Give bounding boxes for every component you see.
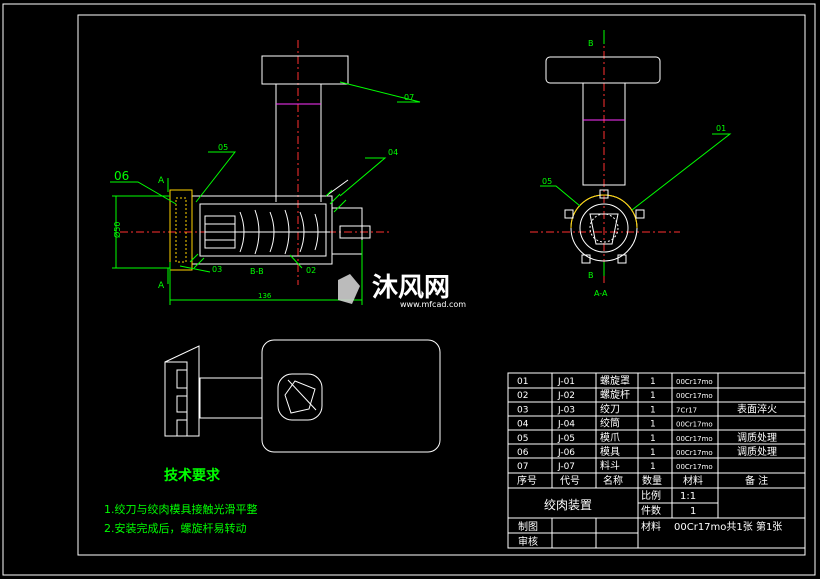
bom-header-material: 材料 [683,474,703,487]
bom-cell-note: 表面淬火 [737,402,777,415]
label-06: 06 [114,169,129,183]
watermark-logo-icon [338,274,360,304]
section-view [110,40,421,305]
bom-cell-name: 模具 [600,446,620,458]
count-value: 1 [690,506,696,517]
bom-header-name: 名称 [603,474,623,487]
section-mark-a-bottom: A [158,281,165,291]
label-05: 05 [218,143,228,152]
bom-cell-no: 06 [517,448,529,458]
bom-cell-no: 02 [517,391,528,401]
watermark-url: www.mfcad.com [400,300,466,309]
bom-cell-name: 绞筒 [600,417,620,430]
bom-header: 序号 代号 名称 数量 材料 备 注 [517,474,768,487]
bom-header-code: 代号 [560,475,580,487]
bom-cell-name: 螺旋杆 [600,388,630,401]
bom-cell-no: 03 [517,405,528,415]
dim-diameter: Ø50 [112,222,122,238]
label-05-side: 05 [542,177,552,186]
bom-cell-no: 01 [517,377,528,387]
watermark-brand: 沐风网 [372,273,450,303]
material-value: 00Cr17mo共1张 第1张 [674,520,782,533]
bom-cell-mat: 00Cr17mo [676,435,713,443]
label-02: 02 [306,266,316,275]
ratio-value: 1:1 [680,491,696,502]
view-mark-b-bottom: B [588,271,594,280]
section-mark-a-top: A [158,176,165,186]
technical-requirements: 技术要求 1.绞刀与绞肉模具接触光滑平整 2.安装完成后，螺旋杆易转动 [104,467,258,535]
bom-cell-no: 07 [517,462,528,472]
view-label-aa: A-A [594,289,608,298]
bom-cell-qty: 1 [650,405,656,415]
bom-cell-mat: 7Cr17 [676,406,697,414]
bom-cell-mat: 00Cr17mo [676,392,713,400]
view-mark-b-top: B [588,39,594,48]
bom-cell-code: J-01 [557,377,575,387]
outer-frame [2,3,816,576]
bom-cell-name: 料斗 [600,459,620,472]
side-view [530,30,732,285]
bom-cell-name: 绞刀 [600,402,620,415]
checked-label: 审核 [518,535,538,548]
count-label: 件数 [641,504,661,517]
side-view-labels: B B A-A 01 05 [542,39,726,298]
dim-length: 136 [258,292,272,300]
inner-frame [77,14,806,556]
bom-cell-no: 04 [517,420,529,430]
bom-cell-mat: 00Cr17mo [676,421,713,429]
bom-header-qty: 数量 [642,474,662,487]
bom-cell-qty: 1 [650,377,656,387]
bom-cell-qty: 1 [650,462,656,472]
bom-cell-code: J-04 [557,420,575,430]
title-name: 绞肉装置 [544,497,592,512]
bom-header-no: 序号 [517,474,537,487]
tech-line-1: 1.绞刀与绞肉模具接触光滑平整 [104,502,258,516]
section-view-labels: 06 05 04 07 03 02 A A Ø50 136 B-B [112,93,414,300]
bom-cell-qty: 1 [650,434,656,444]
drawn-label: 制图 [518,520,538,533]
material-label: 材料 [641,520,661,533]
tech-line-2: 2.安装完成后，螺旋杆易转动 [104,521,247,535]
bom-cell-code: J-05 [557,434,575,444]
bom-cell-code: J-03 [557,405,575,415]
bom-cell-name: 模爪 [600,432,620,444]
bill-of-materials [507,372,806,489]
tech-title: 技术要求 [164,467,221,484]
bom-cell-qty: 1 [650,420,656,430]
label-04: 04 [388,148,398,157]
bom-cell-mat: 00Cr17mo [676,378,713,386]
label-01: 01 [716,124,726,133]
bom-header-note: 备 注 [745,474,768,487]
bom-cell-code: J-02 [557,391,575,401]
label-07: 07 [404,93,414,102]
bom-cell-note: 调质处理 [737,432,777,444]
bom-cell-qty: 1 [650,391,656,401]
section-label-bb: B-B [250,267,264,276]
bom-cell-qty: 1 [650,448,656,458]
top-view [164,339,441,453]
bom-cell-mat: 00Cr17mo [676,463,713,471]
bom-cell-code: J-06 [557,448,575,458]
bom-cell-name: 螺旋罩 [600,374,630,387]
title-block: 绞肉装置 比例 1:1 件数 1 材料 00Cr17mo共1张 第1张 制图 审… [507,487,806,549]
bom-cell-no: 05 [517,434,528,444]
bom-cell-mat: 00Cr17mo [676,449,713,457]
bom-cell-code: J-07 [557,462,575,472]
bom-cell-note: 调质处理 [737,446,777,458]
watermark: 沐风网 www.mfcad.com [338,273,466,309]
ratio-label: 比例 [641,489,661,502]
label-03: 03 [212,265,222,274]
